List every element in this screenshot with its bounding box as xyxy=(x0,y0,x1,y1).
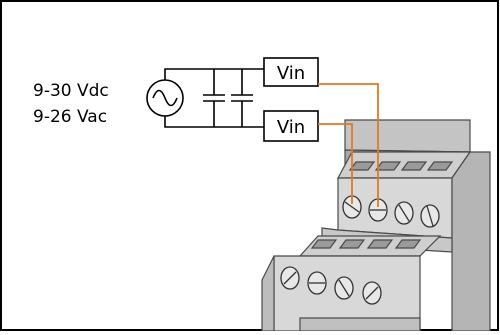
supply-dc-label: 9-30 Vdc xyxy=(33,81,109,101)
screw-icon xyxy=(342,195,362,219)
screw-icon xyxy=(420,204,440,228)
screw-icon xyxy=(334,276,354,300)
screw-icon xyxy=(307,271,327,295)
capacitor-right-icon xyxy=(231,69,253,127)
wire-vin-bottom xyxy=(318,123,353,204)
capacitor-left-icon xyxy=(203,69,225,127)
screw-icon xyxy=(362,281,382,305)
screw-icon xyxy=(368,198,388,222)
terminal-vin-bottom: Vin xyxy=(263,110,319,142)
supply-bus-lines xyxy=(164,68,264,128)
lower-screw-row xyxy=(280,266,382,305)
terminal-vin-bottom-label: Vin xyxy=(277,117,305,138)
supply-ac-label: 9-26 Vac xyxy=(33,107,107,127)
screw-icon xyxy=(280,266,300,290)
screw-icon xyxy=(394,201,414,225)
terminal-vin-top: Vin xyxy=(263,57,319,87)
terminal-vin-top-label: Vin xyxy=(277,63,305,84)
upper-screw-row xyxy=(342,195,440,228)
power-source-icon xyxy=(146,79,184,117)
wire-vin-top xyxy=(318,83,379,207)
